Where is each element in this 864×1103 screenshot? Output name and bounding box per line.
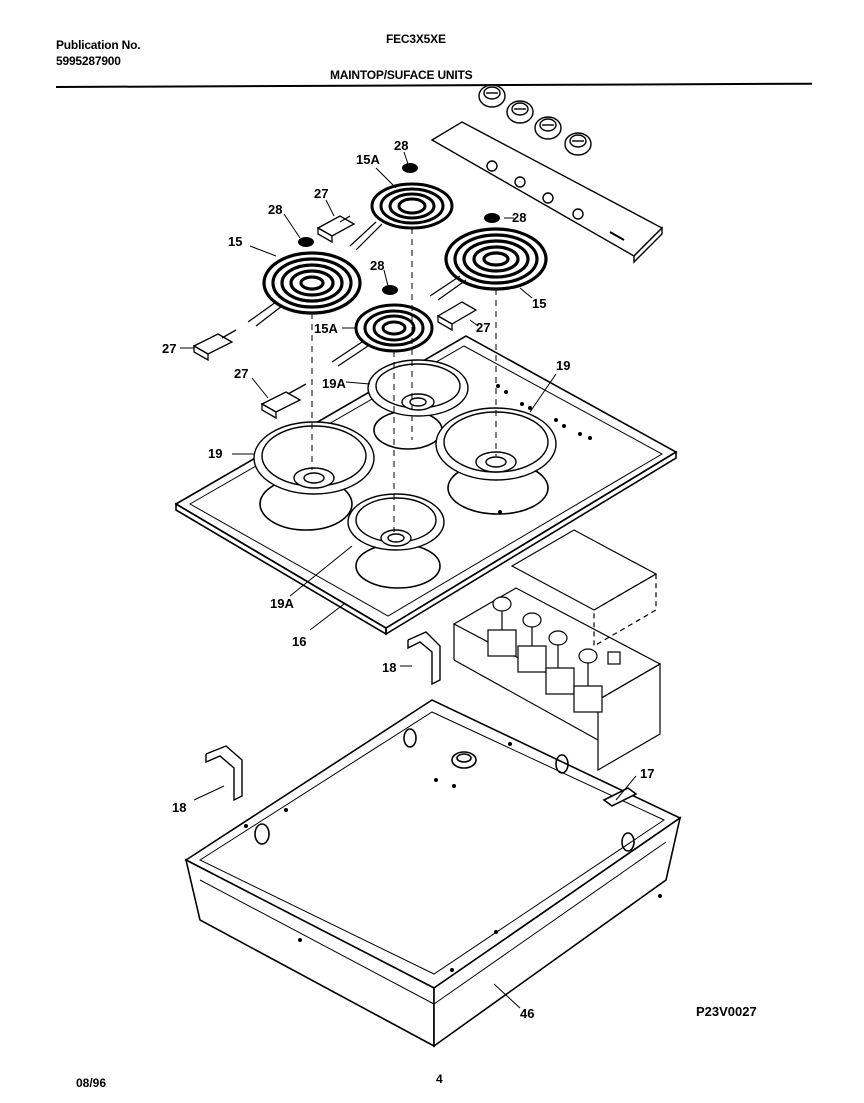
knob-1 [478, 84, 506, 108]
brackets [205, 631, 441, 802]
knob-4 [564, 132, 592, 156]
cooktop-box [184, 699, 682, 1048]
knob-3 [534, 116, 562, 140]
section-title: MAINTOP/SUFACE UNITS [330, 68, 473, 82]
callout-19-left: 19 [208, 446, 222, 461]
callout-28-left: 28 [268, 202, 282, 217]
drip-bowl-19-left [253, 421, 375, 495]
diagram-code: P23V0027 [696, 1004, 757, 1019]
callout-19a-lower: 19A [270, 596, 294, 611]
grommet-top [402, 163, 418, 173]
receptacle-left [192, 329, 237, 362]
control-knobs [478, 84, 592, 156]
switch-4 [573, 648, 603, 713]
callout-28-mid: 28 [370, 258, 384, 273]
callout-15a-top: 15A [356, 152, 380, 167]
callout-15-left: 15 [228, 234, 242, 249]
receptacles [192, 215, 478, 420]
grommets [298, 163, 500, 295]
callout-18-left: 18 [172, 800, 186, 815]
receptacle-lower [260, 383, 307, 420]
assembly-guide-lines [311, 228, 497, 532]
callout-labels: 28 15A 27 28 28 15 28 15 27 15A 27 27 19… [162, 138, 654, 1021]
infinite-switches [487, 596, 621, 713]
callout-17: 17 [640, 766, 654, 781]
callout-46: 46 [520, 1006, 534, 1021]
knob-2 [506, 100, 534, 124]
callout-27-right: 27 [476, 320, 490, 335]
bracket-right [407, 631, 441, 686]
grommet-right [484, 213, 500, 223]
leader-lines [180, 151, 637, 1009]
callout-28-right: 28 [512, 210, 526, 225]
page-number: 4 [436, 1072, 443, 1086]
callout-16: 16 [292, 634, 306, 649]
callout-19a-upper: 19A [322, 376, 346, 391]
callout-27-left: 27 [162, 341, 176, 356]
callout-15-right: 15 [532, 296, 546, 311]
surface-unit-15-right [444, 227, 548, 291]
callout-28-top: 28 [394, 138, 408, 153]
callout-15a-mid: 15A [314, 321, 338, 336]
surface-unit-15a-top [370, 182, 454, 230]
publication-date: 08/96 [76, 1076, 107, 1090]
grommet-left [298, 237, 314, 247]
receptacle-top [316, 215, 356, 244]
callout-27-top: 27 [314, 186, 328, 201]
switch-2 [517, 612, 547, 673]
callout-19-right: 19 [556, 358, 570, 373]
control-panel [430, 121, 664, 264]
drip-bowl-19a-lower [347, 493, 445, 551]
switch-1 [487, 596, 517, 657]
bracket-left [205, 745, 243, 802]
model-number: FEC3X5XE [386, 32, 446, 46]
indicator-light [607, 651, 621, 665]
surface-unit-15-left [262, 251, 362, 315]
surface-units [247, 182, 548, 367]
drip-bowl-19a-upper [367, 359, 469, 417]
receptacle-right [436, 301, 478, 332]
surface-unit-15a-mid [354, 303, 434, 353]
publication-label: Publication No. [56, 38, 141, 52]
callout-18-right: 18 [382, 660, 396, 675]
switch-3 [545, 630, 575, 695]
grommet-mid [382, 285, 398, 295]
publication-number: 5995287900 [56, 54, 121, 68]
callout-27-lower: 27 [234, 366, 248, 381]
